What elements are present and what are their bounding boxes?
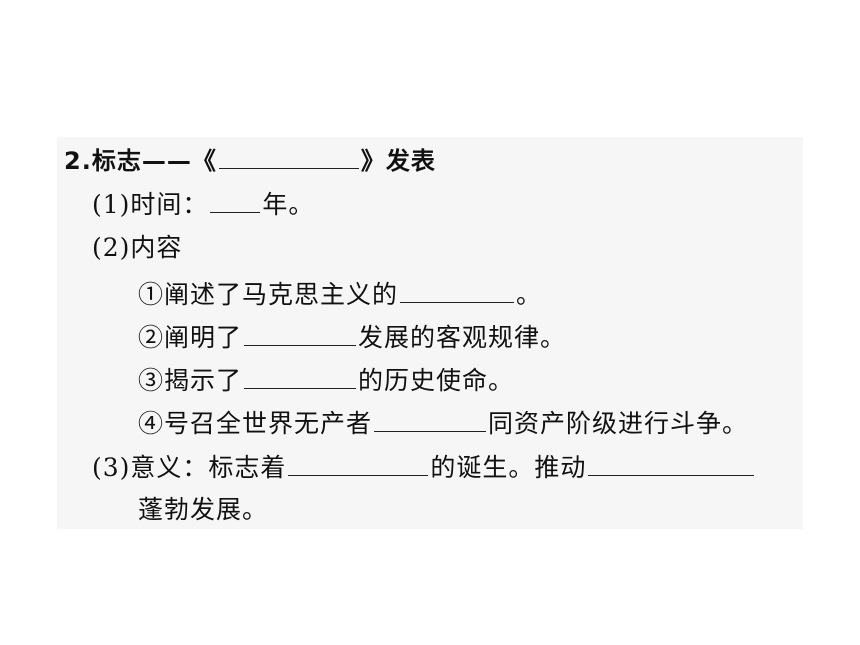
time-line: (1)时间： 年。 bbox=[92, 188, 314, 221]
content-heading: (2)内容 bbox=[92, 233, 183, 262]
blank-significance-2[interactable] bbox=[588, 451, 755, 476]
item-1-prefix: ①阐述了马克思主义的 bbox=[138, 280, 399, 309]
blank-title[interactable] bbox=[218, 144, 359, 169]
heading-prefix: 2.标志——《 bbox=[64, 147, 217, 175]
item-3-suffix: 的历史使命。 bbox=[358, 366, 515, 395]
section-heading: 2.标志——《 》发表 bbox=[64, 144, 436, 177]
blank-significance-1[interactable] bbox=[288, 451, 429, 476]
item-3-prefix: ③揭示了 bbox=[138, 366, 243, 395]
item-2-prefix: ②阐明了 bbox=[138, 323, 243, 352]
item-4-suffix: 同资产阶级进行斗争。 bbox=[488, 409, 749, 438]
content-item-3: ③揭示了 的历史使命。 bbox=[138, 364, 514, 397]
blank-year[interactable] bbox=[210, 188, 261, 213]
content-item-4: ④号召全世界无产者 同资产阶级进行斗争。 bbox=[138, 407, 748, 440]
heading-suffix: 》发表 bbox=[360, 147, 436, 175]
item-4-prefix: ④号召全世界无产者 bbox=[138, 409, 373, 438]
time-prefix: (1)时间： bbox=[92, 190, 209, 219]
blank-item-4[interactable] bbox=[374, 407, 487, 432]
significance-middle: 的诞生。推动 bbox=[430, 453, 587, 482]
content-panel bbox=[57, 137, 803, 529]
blank-item-3[interactable] bbox=[244, 364, 357, 389]
time-suffix: 年。 bbox=[262, 190, 315, 219]
content-item-2: ②阐明了 发展的客观规律。 bbox=[138, 321, 566, 354]
blank-item-2[interactable] bbox=[244, 321, 357, 346]
significance-continuation: 蓬勃发展。 bbox=[138, 495, 269, 524]
significance-prefix: (3)意义：标志着 bbox=[92, 453, 287, 482]
blank-item-1[interactable] bbox=[400, 278, 515, 303]
item-1-suffix: 。 bbox=[516, 280, 543, 309]
significance-line: (3)意义：标志着 的诞生。推动 bbox=[92, 451, 756, 484]
content-item-1: ①阐述了马克思主义的 。 bbox=[138, 278, 542, 311]
item-2-suffix: 发展的客观规律。 bbox=[358, 323, 567, 352]
